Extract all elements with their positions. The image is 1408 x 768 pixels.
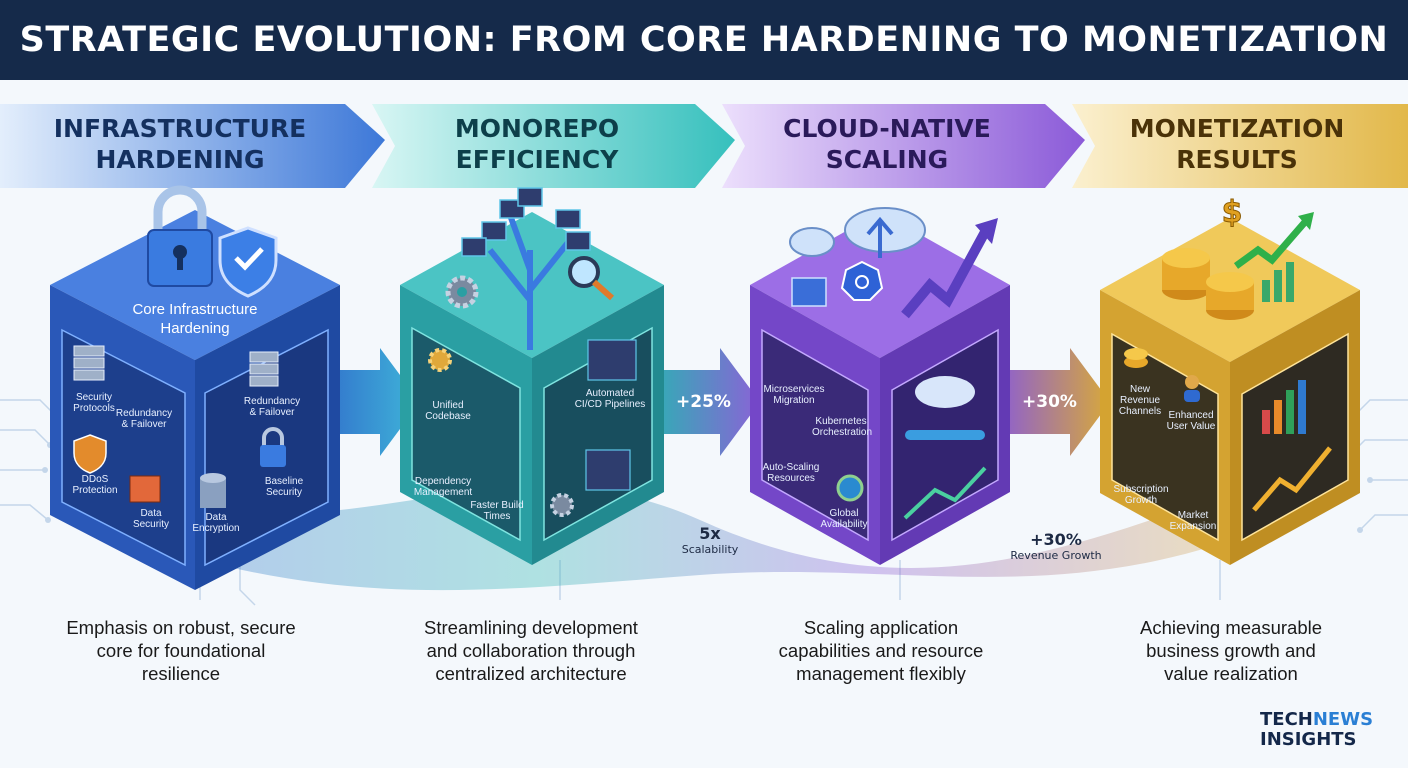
stage-1-heading-line1: INFRASTRUCTURE: [53, 114, 307, 143]
kubernetes-icon: [840, 260, 884, 301]
stage-2-desc-line2: and collaboration through: [426, 640, 636, 661]
server-rack-icon: [73, 345, 279, 387]
label-automated-cicd: Automated CI/CD Pipelines: [574, 388, 646, 410]
stage-4-heading-line1: MONETIZATION: [1129, 114, 1345, 143]
cube-1-title-line1: Core Infrastructure: [132, 301, 258, 318]
arrow-2-to-3: [645, 348, 760, 456]
metric-plus30: +30%: [1022, 392, 1077, 412]
cube-2: [400, 187, 664, 565]
label-global-availability: Global Availability: [820, 508, 868, 530]
brand-logo: TECHNEWS INSIGHTS: [1260, 710, 1373, 750]
label-unified-codebase: Unified Codebase: [425, 400, 471, 422]
dollar-coin-icon: [1162, 248, 1254, 320]
metric-plus25: +25%: [676, 392, 731, 412]
chevron-3: [722, 104, 1085, 188]
padlock-icon: [147, 185, 213, 287]
metric-scalability: 5x Scalability: [670, 524, 750, 556]
stage-1-heading-line2: HARDENING: [95, 145, 265, 174]
label-data-security: Data Security: [132, 508, 170, 530]
firewall-icon: [129, 475, 161, 503]
chevron-4: [1072, 104, 1408, 188]
label-ddos-protection: DDoS Protection: [72, 474, 118, 496]
stage-1-desc-line3: resilience: [141, 663, 221, 684]
trend-arrow-icon: [901, 218, 998, 319]
coins-face-icon: [1124, 348, 1200, 402]
cloud-icon-face: [903, 376, 987, 520]
revenue-value: +30%: [1030, 530, 1082, 549]
gear-icon-small: [428, 348, 574, 517]
label-new-revenue-channels: New Revenue Channels: [1118, 384, 1162, 417]
stage-4-desc-line3: value realization: [1164, 663, 1298, 684]
cube-1: [50, 185, 340, 590]
stage-4-description: Achieving measurable business growth and…: [1081, 616, 1381, 685]
title-bar: STRATEGIC EVOLUTION: FROM CORE HARDENING…: [0, 0, 1408, 80]
globe-icon: [836, 474, 864, 502]
stage-2-description: Streamlining development and collaborati…: [381, 616, 681, 685]
label-data-encryption: Data Encryption: [192, 512, 240, 534]
database-icon: [200, 473, 226, 508]
stage-4-desc-line2: business growth and: [1146, 640, 1316, 661]
cube-4: $: [1100, 195, 1360, 565]
arrow-3-to-4: [995, 348, 1110, 456]
cloud-icon: [789, 207, 926, 258]
metric-revenue-growth: +30% Revenue Growth: [1000, 530, 1112, 562]
ddos-shield-icon: [73, 434, 107, 474]
label-kubernetes-orchestration: Kubernetes Orchestration: [812, 416, 873, 438]
scalability-label: Scalability: [681, 543, 739, 556]
label-baseline-security: Baseline Security: [264, 476, 304, 498]
label-dependency-management: Dependency Management: [413, 476, 473, 498]
bar-chart-icon: [1233, 212, 1314, 302]
stage-1-description: Emphasis on robust, secure core for foun…: [31, 616, 331, 685]
diagram-graphics: $: [0, 104, 1408, 606]
cube-1-title-line2: Hardening: [160, 320, 230, 337]
stage-1-desc-line2: core for foundational: [96, 640, 266, 661]
stage-4-desc-line1: Achieving measurable: [1139, 617, 1323, 638]
scalability-value: 5x: [699, 524, 721, 543]
dollar-sign-icon: $: [1222, 195, 1243, 230]
stage-3-desc-line1: Scaling application: [803, 617, 959, 638]
stage-2-desc-line3: centralized architecture: [435, 663, 627, 684]
label-faster-build-times: Faster Build Times: [470, 500, 524, 522]
growth-chart-icon: [1252, 380, 1332, 512]
stage-2-heading-line2: EFFICIENCY: [455, 145, 619, 174]
label-subscription-growth: Subscription Growth: [1113, 484, 1169, 506]
stage-3-heading-line2: SCALING: [825, 145, 949, 174]
stage-1-desc-line1: Emphasis on robust, secure: [66, 617, 296, 638]
label-redundancy-failover-left: Redundancy & Failover: [115, 408, 173, 430]
cube-3: [750, 207, 1010, 565]
code-window-icon: [461, 187, 591, 257]
logo-news: NEWS: [1312, 709, 1374, 730]
logo-insights: INSIGHTS: [1260, 729, 1357, 750]
stage-3-description: Scaling application capabilities and res…: [731, 616, 1031, 685]
cube-1-title: Core Infrastructure Hardening: [95, 300, 295, 338]
label-auto-scaling-resources: Auto-Scaling Resources: [762, 462, 820, 484]
container-icon: [791, 277, 827, 307]
label-redundancy-failover-right: Redundancy & Failover: [243, 396, 301, 418]
baseline-lock-icon: [260, 427, 286, 467]
stage-2-desc-line1: Streamlining development: [424, 617, 638, 638]
chevron-2: [372, 104, 735, 188]
logo-tech: TECH: [1260, 709, 1313, 730]
label-enhanced-user-value: Enhanced User Value: [1166, 410, 1216, 432]
stage-3-desc-line2: capabilities and resource: [778, 640, 984, 661]
label-microservices-migration: Microservices Migration: [763, 384, 825, 406]
label-security-protocols: Security Protocols: [73, 392, 115, 414]
stage-3-desc-line3: management flexibly: [796, 663, 966, 684]
gear-icon: [445, 275, 479, 309]
shield-check-icon: [218, 226, 278, 298]
chevron-1: [0, 104, 385, 188]
page-title: STRATEGIC EVOLUTION: FROM CORE HARDENING…: [19, 20, 1389, 60]
label-market-expansion: Market Expansion: [1169, 510, 1217, 532]
stage-2-heading-line1: MONOREPO: [454, 114, 620, 143]
revenue-label: Revenue Growth: [1010, 549, 1102, 562]
stage-4-heading-line2: RESULTS: [1176, 145, 1298, 174]
stage-3-heading-line1: CLOUD-NATIVE: [783, 114, 991, 143]
magnifier-icon: [568, 256, 614, 301]
